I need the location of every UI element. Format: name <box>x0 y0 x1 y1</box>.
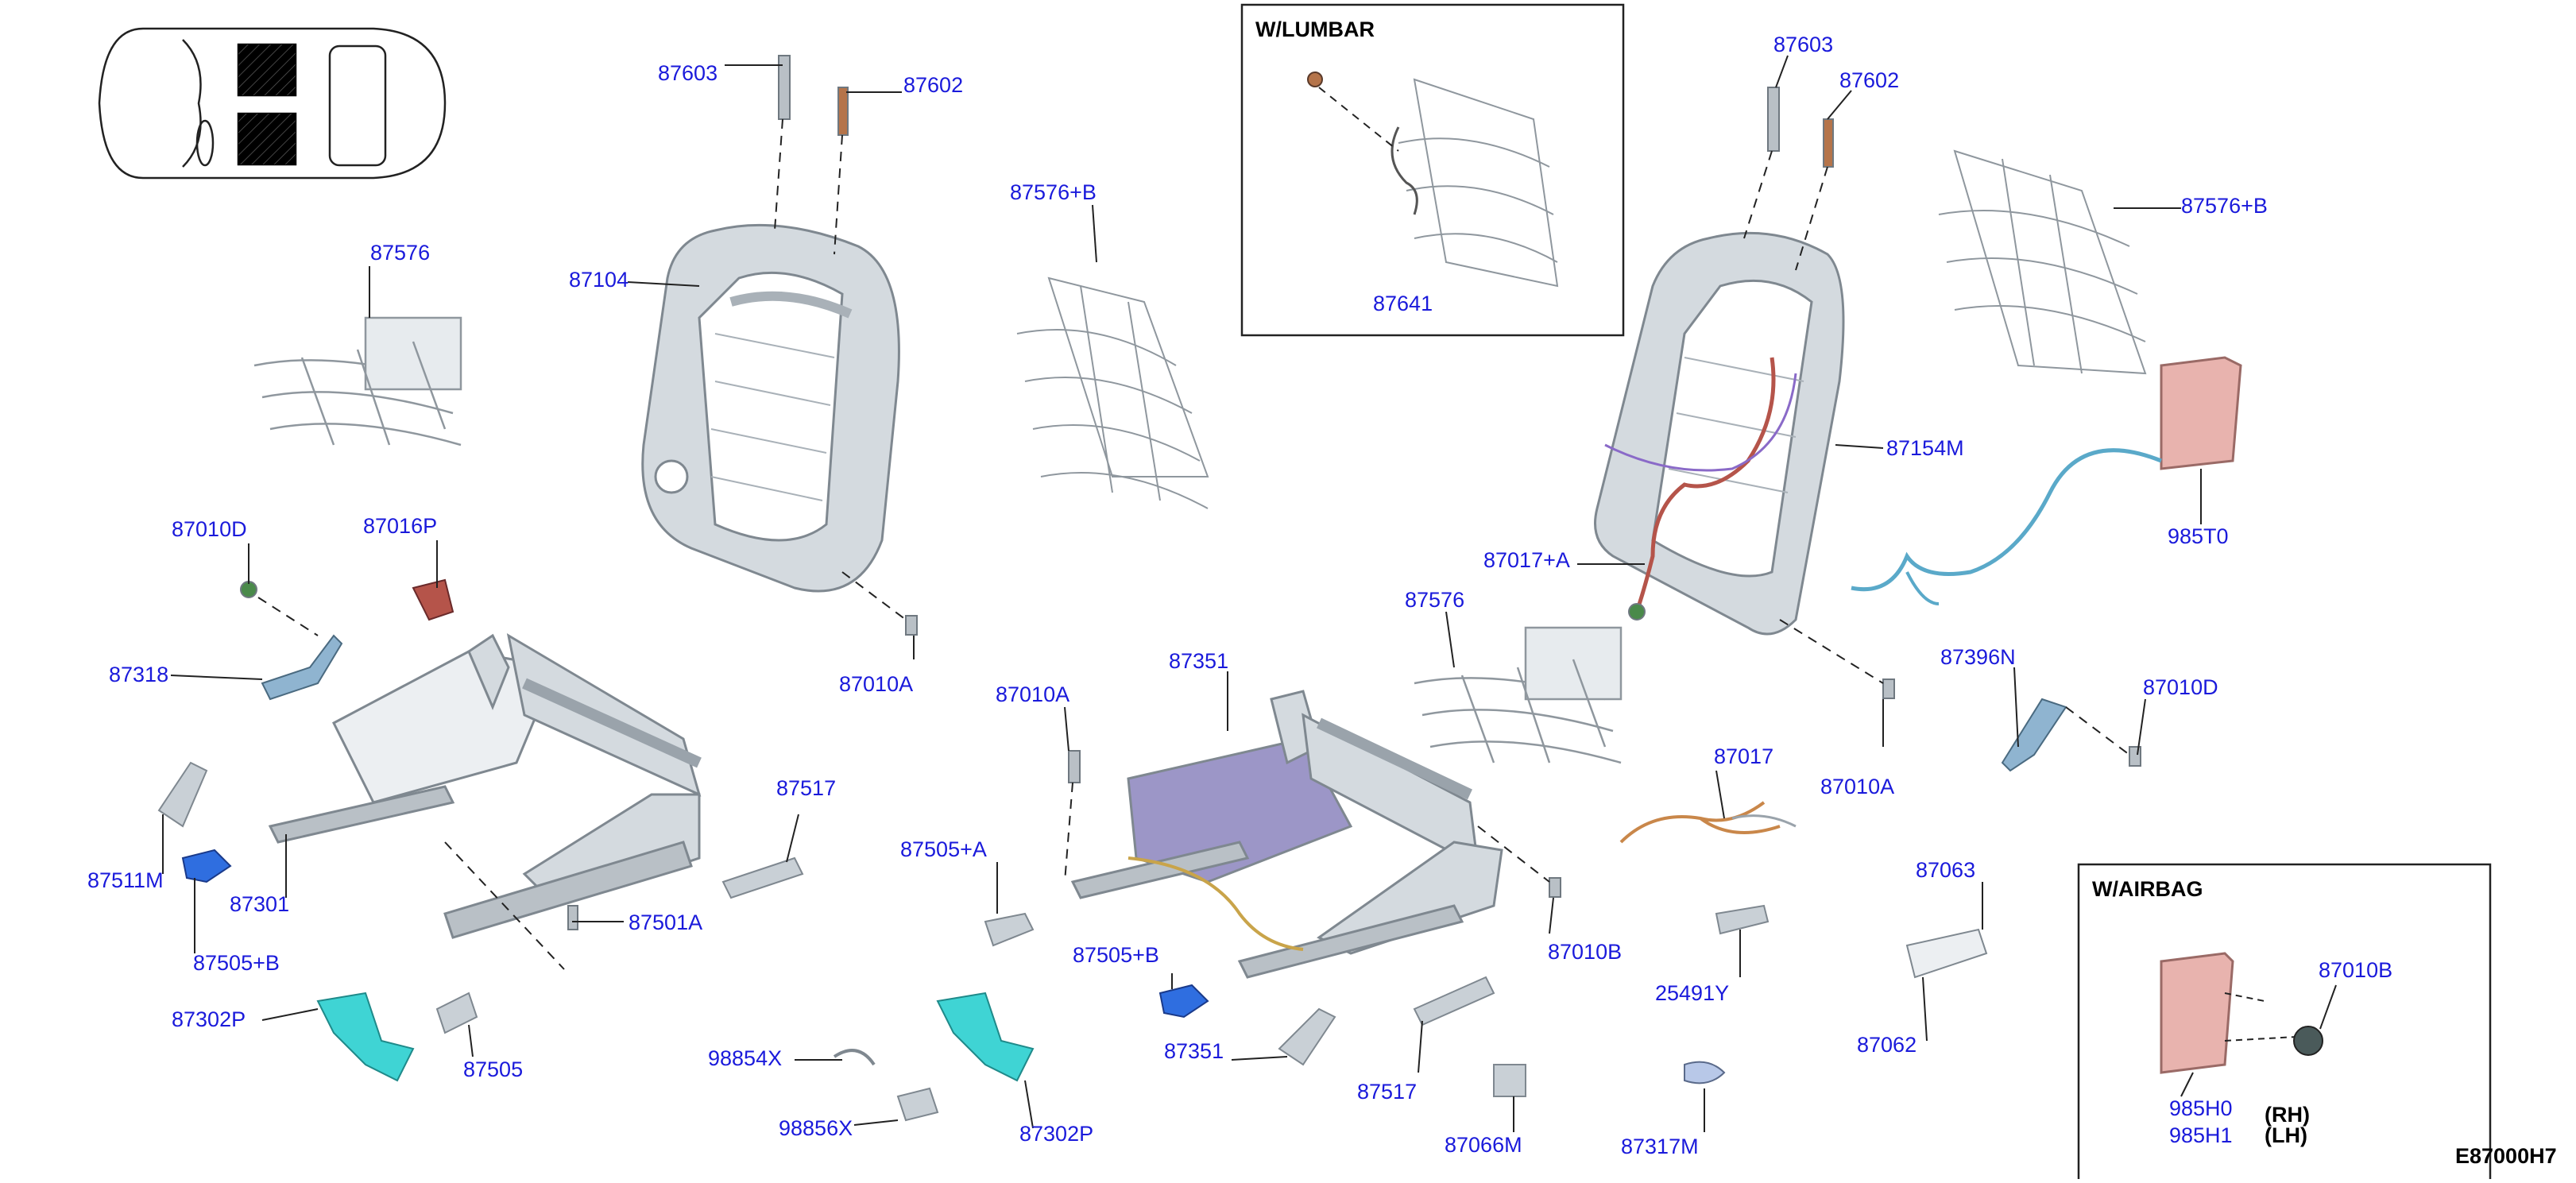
lumbar-mat <box>1390 78 1559 288</box>
diagram-code: E87000H7 <box>2455 1144 2557 1168</box>
part-label-87010d-right[interactable]: 87010D <box>2143 675 2218 699</box>
airbag-box-title: W/AIRBAG <box>2092 877 2203 901</box>
part-label-87351-top[interactable]: 87351 <box>1169 649 1229 673</box>
part-label-87396n[interactable]: 87396N <box>1940 645 2016 669</box>
part-label-87010d-left[interactable]: 87010D <box>172 517 247 541</box>
vehicle-locator <box>98 27 447 180</box>
back-harness-purple <box>1604 373 1797 472</box>
part-label-87641[interactable]: 87641 <box>1373 292 1433 315</box>
part-label-985h1[interactable]: 985H1 <box>2169 1123 2233 1147</box>
assembly-leaders <box>257 118 2130 970</box>
part-label-87505b-right[interactable]: 87505+B <box>1073 943 1159 967</box>
cushion-cable <box>1127 856 1304 951</box>
cover-98856x <box>896 1087 939 1122</box>
part-label-87505[interactable]: 87505 <box>463 1057 524 1081</box>
bracket-87517-left <box>721 856 804 899</box>
bracket-87066m <box>1493 1064 1526 1097</box>
part-label-87302p-left[interactable]: 87302P <box>172 1007 246 1031</box>
bracket-87302p-left <box>316 992 415 1082</box>
part-label-87063[interactable]: 87063 <box>1916 858 1976 882</box>
bracket-87505a <box>984 912 1035 947</box>
part-label-87010b-airbag[interactable]: 87010B <box>2319 958 2393 982</box>
clip-98854x <box>833 1049 876 1066</box>
lumbar-leader <box>1318 87 1399 152</box>
cover-87063 <box>1905 928 1988 979</box>
part-label-87154m[interactable]: 87154M <box>1886 436 1964 460</box>
bracket-87517-right <box>1413 976 1495 1026</box>
part-label-87010b[interactable]: 87010B <box>1548 940 1623 964</box>
part-label-87104[interactable]: 87104 <box>569 268 629 292</box>
side-note-rh: (RH) <box>2265 1103 2310 1127</box>
motor-87016p <box>412 578 454 621</box>
lumbar-adjuster <box>1307 72 1323 87</box>
part-label-87317m[interactable]: 87317M <box>1621 1135 1699 1158</box>
part-label-25491y[interactable]: 25491Y <box>1655 981 1730 1005</box>
part-label-87017[interactable]: 87017 <box>1714 744 1774 768</box>
bracket-87505b-right <box>1158 984 1209 1019</box>
part-label-87511m[interactable]: 87511M <box>87 868 164 892</box>
part-label-87602-left[interactable]: 87602 <box>903 73 964 97</box>
part-label-985t0[interactable]: 985T0 <box>2168 524 2229 548</box>
part-label-87010a-lower[interactable]: 87010A <box>996 682 1070 706</box>
side-note-lh: (LH) <box>2265 1123 2307 1147</box>
part-label-87351-bottom[interactable]: 87351 <box>1164 1039 1224 1063</box>
seat-spring-mat-right <box>1938 149 2147 375</box>
bracket-87302p-right <box>936 992 1035 1082</box>
part-label-87062[interactable]: 87062 <box>1857 1033 1917 1057</box>
seat-cushion-frame-right <box>1070 690 1503 979</box>
part-label-87301[interactable]: 87301 <box>230 892 290 916</box>
bracket-87505 <box>435 992 478 1034</box>
part-label-87010a-center[interactable]: 87010A <box>839 672 914 696</box>
part-label-87505a[interactable]: 87505+A <box>900 837 987 861</box>
seat-back-frame-right <box>1594 231 1845 636</box>
part-label-98854x[interactable]: 98854X <box>708 1046 783 1070</box>
back-harness <box>1634 357 1776 613</box>
bracket-87511m <box>157 761 208 828</box>
clip-87317m <box>1684 1061 1726 1084</box>
part-label-98856x[interactable]: 98856X <box>779 1116 853 1140</box>
seat-back-frame-left <box>641 223 900 593</box>
part-label-87501a[interactable]: 87501A <box>629 910 703 934</box>
part-label-985h0[interactable]: 985H0 <box>2169 1096 2233 1120</box>
seat-spring-mat-left <box>1016 276 1209 509</box>
part-label-87517-right[interactable]: 87517 <box>1357 1080 1418 1104</box>
cushion-harness-white <box>1731 814 1797 828</box>
bolts <box>240 55 2141 930</box>
part-label-87576-right[interactable]: 87576 <box>1405 588 1465 612</box>
part-label-87318[interactable]: 87318 <box>109 663 169 686</box>
part-label-87017a[interactable]: 87017+A <box>1483 548 1570 572</box>
part-label-87010a-right[interactable]: 87010A <box>1820 775 1895 798</box>
part-label-87016p[interactable]: 87016P <box>363 514 438 538</box>
cushion-spring-right <box>1414 626 1623 764</box>
part-label-87576-top[interactable]: 87576 <box>370 241 431 265</box>
bracket-87351-small <box>1278 1007 1336 1066</box>
lumbar-box <box>1240 3 1625 337</box>
part-label-87517-left[interactable]: 87517 <box>776 776 837 800</box>
link-87318 <box>261 634 343 701</box>
bracket-25491y <box>1715 904 1770 935</box>
part-label-87302p-right[interactable]: 87302P <box>1019 1122 1094 1146</box>
callout-lines <box>162 55 2337 1132</box>
part-label-87066m[interactable]: 87066M <box>1445 1133 1522 1157</box>
cushion-spring-left <box>253 316 462 447</box>
airbag-box-module <box>2160 952 2323 1074</box>
side-airbag-module <box>1851 356 2242 605</box>
part-label-87576b-left[interactable]: 87576+B <box>1010 180 1097 204</box>
part-label-87602-right[interactable]: 87602 <box>1839 68 1900 92</box>
cushion-harness <box>1619 801 1781 844</box>
seat-cushion-frame-left <box>268 632 702 939</box>
part-label-87603-left[interactable]: 87603 <box>658 61 718 85</box>
part-label-87576b-right[interactable]: 87576+B <box>2181 194 2268 218</box>
lumbar-box-title: W/LUMBAR <box>1255 17 1375 41</box>
link-87396n <box>2001 698 2067 772</box>
bracket-87505b-left <box>181 849 232 883</box>
part-label-87505b-left[interactable]: 87505+B <box>193 951 280 975</box>
part-label-87603-right[interactable]: 87603 <box>1773 33 1834 56</box>
